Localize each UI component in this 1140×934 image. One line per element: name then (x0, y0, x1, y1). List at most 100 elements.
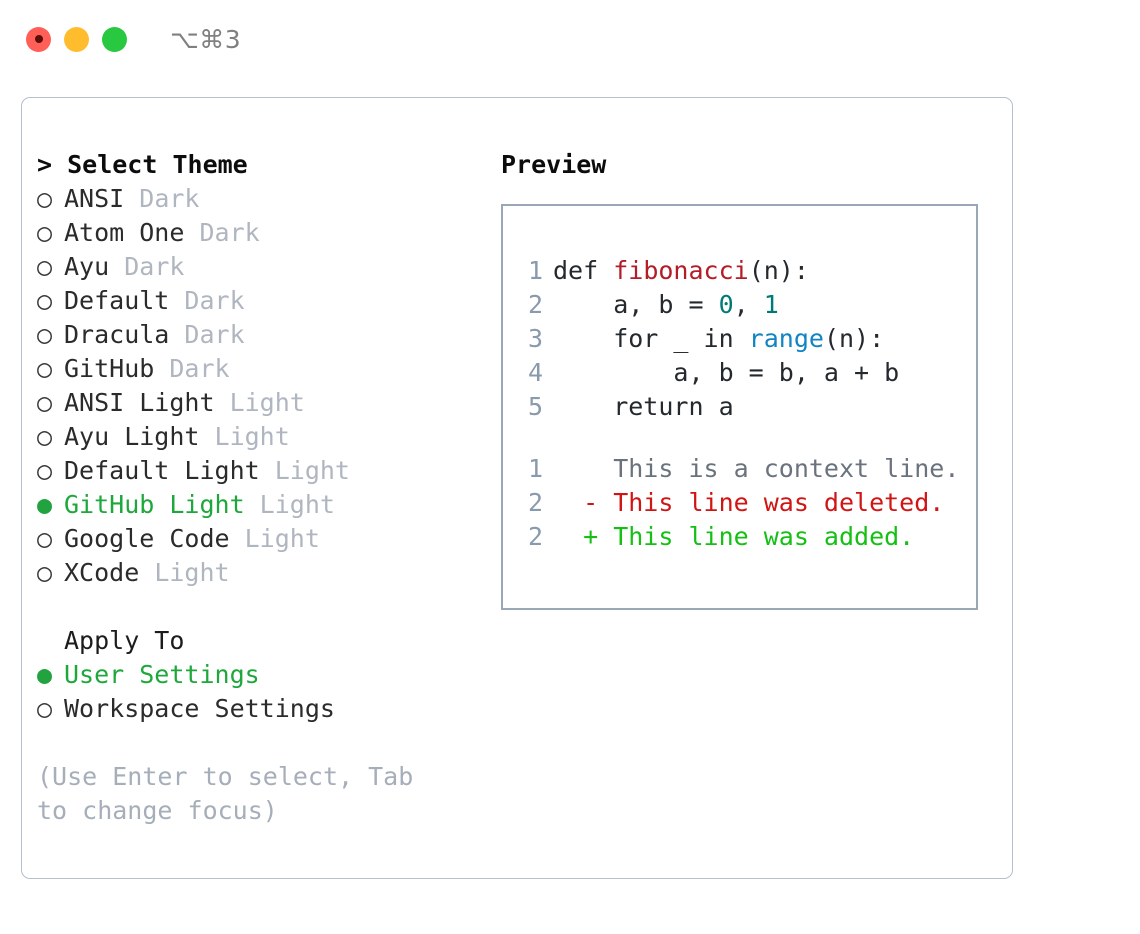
theme-option-label: XCode (64, 558, 155, 587)
radio-unselected-icon: ○ (37, 558, 53, 587)
theme-variant-badge: Dark (184, 286, 245, 315)
code-token-plain: def (553, 256, 614, 285)
theme-picker-dialog: > Select Theme ○ANSI Dark○Atom One Dark○… (21, 97, 1013, 879)
theme-variant-badge: Light (259, 490, 335, 519)
theme-selection-panel: > Select Theme ○ANSI Dark○Atom One Dark○… (37, 148, 487, 828)
theme-option-label: Default Light (64, 456, 275, 485)
theme-variant-badge: Light (274, 456, 350, 485)
radio-unselected-icon: ○ (37, 422, 53, 451)
window-controls (26, 26, 127, 52)
code-line: 2 a, b = 0, 1 (515, 288, 899, 322)
code-token-call: range (748, 324, 824, 353)
minimize-window-button[interactable] (64, 26, 89, 52)
theme-variant-badge: Light (154, 558, 230, 587)
radio-selected-icon: ● (37, 660, 53, 689)
theme-variant-badge: Light (229, 388, 305, 417)
theme-option[interactable]: ○ Ayu Light Light (37, 420, 487, 454)
theme-option-label: Ayu (64, 252, 125, 281)
line-number: 2 (527, 290, 543, 319)
theme-option[interactable]: ○ ANSI Dark (37, 182, 487, 216)
radio-unselected-icon: ○ (37, 184, 53, 213)
radio-unselected-icon: ○ (37, 252, 53, 281)
theme-option-label: Dracula (64, 320, 185, 349)
theme-option[interactable]: ○ Atom One Dark (37, 216, 487, 250)
code-token-num: 1 (763, 290, 779, 319)
radio-unselected-icon: ○ (37, 354, 53, 383)
theme-option-label: Google Code (64, 524, 245, 553)
theme-variant-badge: Light (214, 422, 290, 451)
theme-variant-badge: Dark (169, 354, 230, 383)
theme-option[interactable]: ○ Ayu Dark (37, 250, 487, 284)
apply-to-option[interactable]: ○ Workspace Settings (37, 692, 487, 726)
code-line: 3 for _ in range(n): (515, 322, 899, 356)
code-token-fn: fibonacci (613, 256, 749, 285)
diff-text: - This line was deleted. (553, 488, 945, 517)
radio-unselected-icon: ○ (37, 218, 53, 247)
theme-variant-badge: Dark (139, 184, 200, 213)
radio-unselected-icon: ○ (37, 456, 53, 485)
title-bar: ⌥⌘3 (0, 0, 1140, 78)
radio-unselected-icon: ○ (37, 388, 53, 417)
code-line: 5 return a (515, 390, 899, 424)
diff-line-context: 1 This is a context line. (515, 452, 959, 486)
diff-text: This is a context line. (553, 454, 960, 483)
code-token-plain: for _ in (553, 324, 749, 353)
line-number: 5 (527, 392, 543, 421)
theme-option[interactable]: ○ ANSI Light Light (37, 386, 487, 420)
apply-to-option-label: Workspace Settings (64, 694, 335, 723)
theme-option[interactable]: ● GitHub Light Light (37, 488, 487, 522)
code-line: 4 a, b = b, a + b (515, 356, 899, 390)
theme-option-list[interactable]: ○ ANSI Dark ○ Atom One Dark ○ Ayu Dark ○ Defaul… (37, 182, 487, 590)
maximize-window-button[interactable] (102, 26, 127, 52)
code-token-plain: return a (553, 392, 734, 421)
close-window-button[interactable] (26, 26, 51, 52)
apply-to-option[interactable]: ● User Settings (37, 658, 487, 692)
theme-option-label: GitHub (64, 354, 170, 383)
code-token-plain: , (733, 290, 764, 319)
line-number: 4 (527, 358, 543, 387)
theme-option-label: Atom One (64, 218, 200, 247)
theme-option[interactable]: ○ XCode Light (37, 556, 487, 590)
theme-option-label: ANSI Light (64, 388, 230, 417)
apply-to-option-list[interactable]: ● User Settings ○ Workspace Settings (37, 658, 487, 726)
code-token-plain: (n): (823, 324, 885, 353)
line-number: 3 (527, 324, 543, 353)
radio-unselected-icon: ○ (37, 286, 53, 315)
theme-option[interactable]: ○ Default Dark (37, 284, 487, 318)
theme-option-label: ANSI (64, 184, 140, 213)
line-number: 1 (527, 256, 543, 285)
line-number: 2 (527, 522, 543, 551)
line-number: 1 (527, 454, 543, 483)
theme-variant-badge: Dark (124, 252, 185, 281)
theme-variant-badge: Dark (184, 320, 245, 349)
theme-option-label: Ayu Light (64, 422, 215, 451)
theme-variant-badge: Light (244, 524, 320, 553)
theme-variant-badge: Dark (199, 218, 260, 247)
theme-option[interactable]: ○Dracula Dark (37, 318, 487, 352)
apply-to-option-label: User Settings (64, 660, 260, 689)
apply-to-heading: Apply To (64, 626, 185, 655)
theme-option[interactable]: ○ Google Code Light (37, 522, 487, 556)
keyboard-shortcut-label: ⌥⌘3 (170, 24, 242, 54)
theme-option[interactable]: ○ GitHub Dark (37, 352, 487, 386)
keyboard-hint-text: (Use Enter to select, Tab to change focu… (37, 762, 429, 825)
code-token-plain: a, b = b, a + b (553, 358, 900, 387)
theme-option-label: Default (64, 286, 185, 315)
theme-option-label: GitHub Light (64, 490, 260, 519)
radio-selected-icon: ● (37, 490, 53, 519)
preview-heading: Preview (501, 150, 607, 179)
theme-option[interactable]: ○ Default Light Light (37, 454, 487, 488)
select-theme-heading: > Select Theme (37, 150, 248, 179)
radio-unselected-icon: ○ (37, 524, 53, 553)
code-token-plain: a, b = (553, 290, 719, 319)
diff-line-added: 2 + This line was added. (515, 520, 959, 554)
diff-text: + This line was added. (553, 522, 915, 551)
diff-sample: 1 This is a context line. 2 - This line w… (515, 452, 959, 554)
radio-unselected-icon: ○ (37, 694, 53, 723)
code-token-num: 0 (718, 290, 734, 319)
